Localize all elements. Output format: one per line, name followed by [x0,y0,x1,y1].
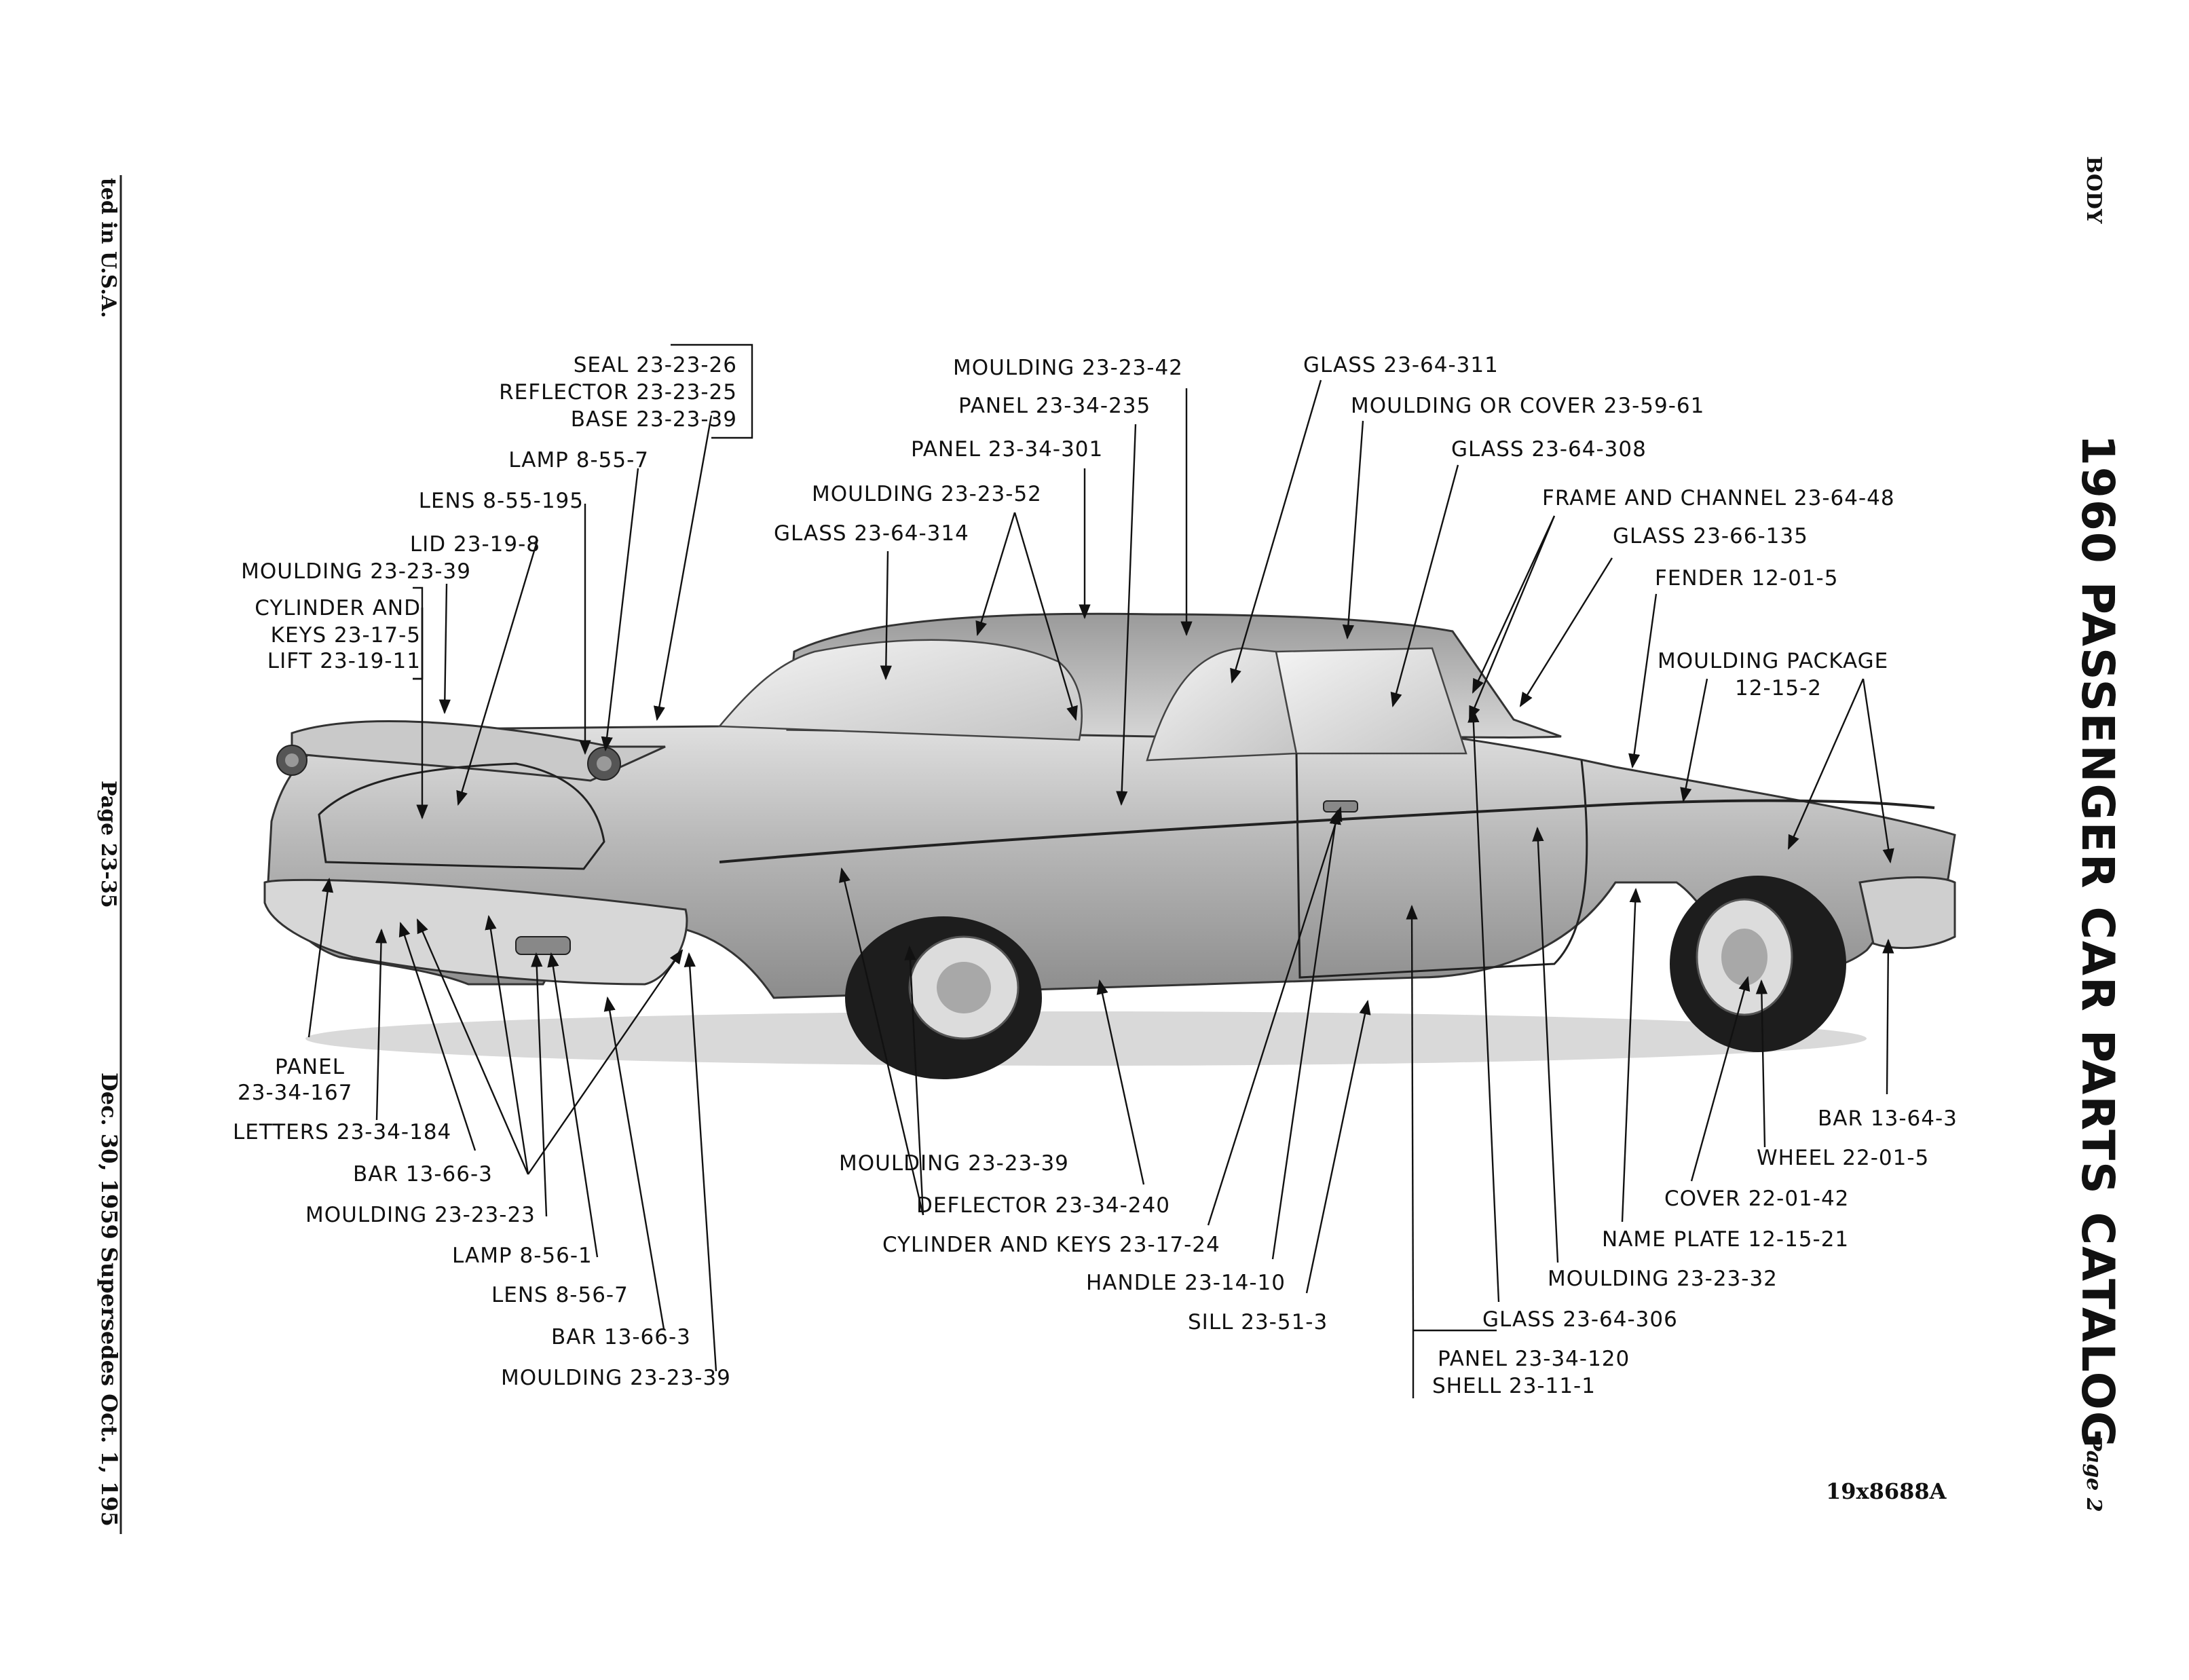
label-keys: KEYS 23-17-5 [271,623,421,648]
label-fender: FENDER 12-01-5 [1655,566,1838,591]
label-cylinder-and: CYLINDER AND [255,596,421,620]
side-moulding [719,799,1935,863]
label-lamp-8-55-7: LAMP 8-55-7 [508,448,649,472]
label-deflector: DEFLECTOR 23-34-240 [916,1193,1170,1218]
label-lid: LID 23-19-8 [410,532,540,557]
cylinder-group-bracket [413,586,424,680]
backup-lamps [515,936,571,955]
label-moulding-23-23-42: MOULDING 23-23-42 [953,356,1183,380]
label-glass-23-66-135: GLASS 23-66-135 [1613,524,1808,548]
label-moulding-package: MOULDING PACKAGE [1658,649,1888,673]
label-moulding-or-cover: MOULDING OR COVER 23-59-61 [1351,394,1704,418]
label-glass-23-64-306: GLASS 23-64-306 [1482,1307,1678,1332]
deck-lid [318,762,605,870]
front-wheel [1670,876,1846,1052]
label-lift: LIFT 23-19-11 [267,649,421,673]
label-glass-23-64-308: GLASS 23-64-308 [1451,437,1647,462]
label-moulding-23-23-39-top: MOULDING 23-23-39 [241,559,471,584]
label-panel-167: PANEL [275,1055,345,1079]
figure-id: 19x8688A [1826,1478,1947,1504]
label-handle: HANDLE 23-14-10 [1086,1271,1286,1295]
label-bar-13-66-3-a: BAR 13-66-3 [353,1162,493,1187]
right-margin: BODY [2082,156,2106,224]
label-seal: SEAL 23-23-26 [574,353,737,377]
rear-window [717,639,1083,741]
rear-fin [291,720,666,782]
label-cylinder-and-keys: CYLINDER AND KEYS 23-17-24 [882,1233,1220,1257]
label-bar-13-66-3-b: BAR 13-66-3 [551,1325,691,1349]
label-moulding-package-number: 12-15-2 [1735,676,1822,701]
rear-lamp-left [276,745,307,776]
rear-wheel [845,916,1042,1079]
label-panel-23-34-120: PANEL 23-34-120 [1438,1347,1630,1371]
label-cover: COVER 22-01-42 [1664,1187,1849,1211]
label-moulding-23-23-39-bottom: MOULDING 23-23-39 [501,1366,731,1390]
label-glass-23-64-311: GLASS 23-64-311 [1303,353,1499,377]
label-panel-23-34-235: PANEL 23-34-235 [958,394,1150,418]
section-label: BODY [2082,156,2106,224]
right-page-number: Page 2 [2082,1435,2106,1512]
rear-lamp-right [587,747,621,781]
label-frame-and-channel: FRAME AND CHANNEL 23-64-48 [1542,486,1895,510]
label-lens-8-56-7: LENS 8-56-7 [491,1283,629,1307]
label-wheel: WHEEL 22-01-5 [1757,1146,1929,1170]
car-illustration [263,612,1956,1079]
seal-group-bracket [671,343,753,439]
callout-labels: SEAL 23-23-26 REFLECTOR 23-23-25 BASE 23… [233,353,1958,1398]
label-bar-13-64-3: BAR 13-64-3 [1818,1106,1958,1131]
label-letters: LETTERS 23-34-184 [233,1120,451,1144]
label-moulding-23-23-52: MOULDING 23-23-52 [812,482,1042,506]
leader-lines [307,379,1894,1398]
label-name-plate: NAME PLATE 12-15-21 [1602,1227,1849,1252]
label-panel-23-34-301: PANEL 23-34-301 [911,437,1103,462]
date-supersedes: Dec. 30, 1959 Supersedes Oct. 1, 195 [96,1072,122,1527]
door-glass [1275,647,1467,755]
label-moulding-23-23-23: MOULDING 23-23-23 [305,1203,536,1227]
left-page-number: Page 23-35 [96,781,120,908]
front-bumper [1858,876,1956,950]
label-sill: SILL 23-51-3 [1188,1310,1328,1334]
label-reflector: REFLECTOR 23-23-25 [499,380,737,405]
label-glass-23-64-314: GLASS 23-64-314 [774,521,969,546]
label-moulding-23-23-39-mid: MOULDING 23-23-39 [839,1151,1069,1176]
printed-in: ted in U.S.A. [96,178,120,318]
label-panel-167-number: 23-34-167 [238,1081,352,1105]
label-shell: SHELL 23-11-1 [1432,1374,1596,1398]
label-moulding-23-23-32: MOULDING 23-23-32 [1548,1267,1778,1291]
catalog-title: 1960 PASSENGER CAR PARTS CATALOG [2072,434,2124,1449]
label-lens-8-55-195: LENS 8-55-195 [419,489,584,513]
door-outline [1295,753,1588,979]
rear-bumper [263,878,688,986]
label-base: BASE 23-23-39 [571,407,737,432]
label-lamp-8-56-1: LAMP 8-56-1 [452,1244,593,1268]
